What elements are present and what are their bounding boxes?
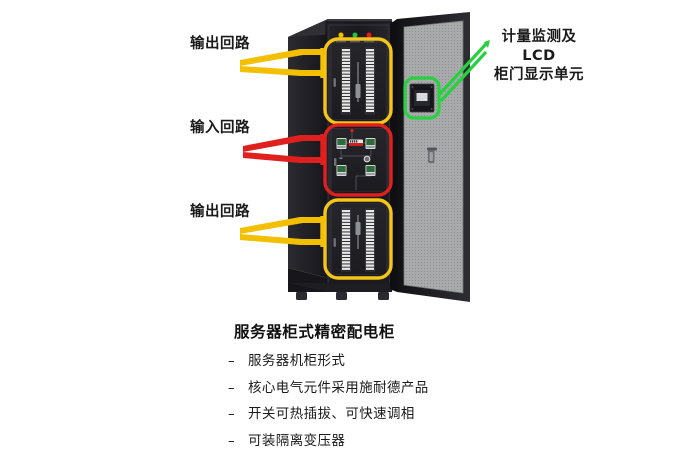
list-item-label: 可装隔离变压器 (248, 432, 346, 449)
annotation-label-input-circuit: 输入回路 (190, 119, 250, 138)
list-item-label: 核心电气元件采用施耐德产品 (248, 379, 429, 396)
caption-block: 服务器柜式精密配电柜 – 服务器机柜形式 – 核心电气元件采用施耐德产品 – 开… (228, 320, 528, 455)
highlight-top-output (240, 37, 393, 125)
highlight-bottom-output (240, 198, 393, 280)
annotation-label-metering-lcd-unit: 计量监测及 LCD 柜门显示单元 (479, 28, 599, 85)
list-item-label: 服务器机柜形式 (248, 353, 346, 369)
caption-feature-list: – 服务器机柜形式 – 核心电气元件采用施耐德产品 – 开关可热插拔、可快速调相… (228, 349, 528, 449)
bullet-dash: – (228, 379, 236, 396)
annotation-text: 输出回路 (190, 204, 250, 220)
open-cabinet-door (390, 12, 470, 302)
caption-title: 服务器柜式精密配电柜 (234, 323, 396, 341)
list-item: – 服务器机柜形式 (228, 349, 528, 369)
annotation-label-output-circuit-bottom: 输出回路 (190, 203, 250, 222)
door-lock-handle (427, 147, 437, 163)
list-item: – 核心电气元件采用施耐德产品 (228, 376, 528, 396)
annotation-text: 输入回路 (190, 120, 250, 136)
bullet-dash: – (228, 406, 236, 422)
highlight-middle-input (243, 123, 393, 197)
annotation-text-line-1: 计量监测及 (501, 29, 577, 45)
list-item: – 开关可热插拔、可快速调相 (228, 402, 528, 422)
annotation-text-line-2: LCD (522, 48, 556, 65)
list-item: – 可装隔离变压器 (228, 429, 528, 449)
bullet-dash: – (228, 353, 236, 369)
top-output-breaker-panel (330, 32, 388, 121)
lcd-display-unit (409, 83, 435, 113)
bullet-dash: – (228, 432, 236, 449)
annotation-text: 输出回路 (190, 36, 250, 52)
annotation-text-line-3: 柜门显示单元 (494, 67, 584, 84)
annotation-label-output-circuit-top: 输出回路 (190, 35, 250, 54)
list-item-label: 开关可热插拔、可快速调相 (248, 406, 415, 422)
highlight-lcd-unit (403, 40, 490, 120)
middle-input-metering-panel (330, 127, 388, 193)
cabinet-photo (240, 12, 490, 302)
bottom-output-breaker-panel (330, 202, 388, 276)
